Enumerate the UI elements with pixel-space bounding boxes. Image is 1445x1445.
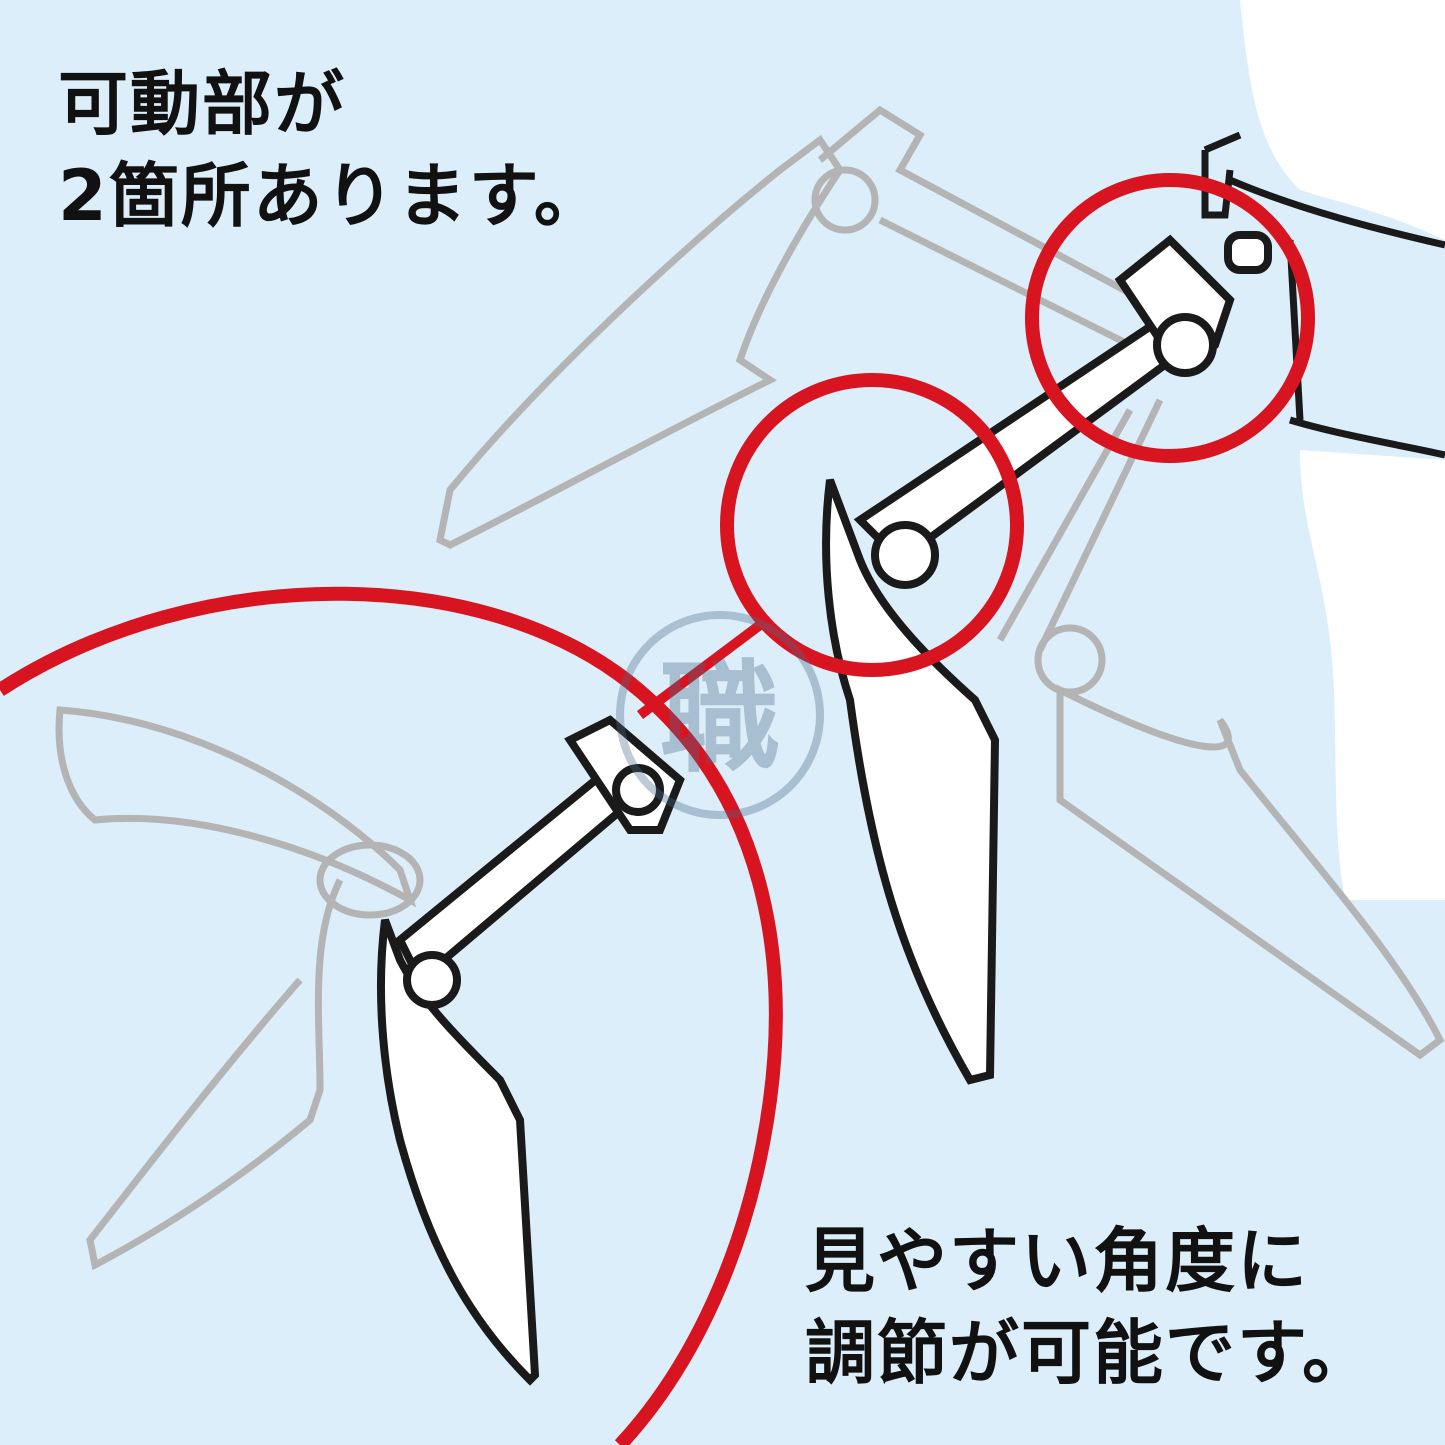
- caption-bottom-line-1: 見やすい角度に: [805, 1220, 1309, 1302]
- caption-bottom-line-2: 調節が可能です。: [805, 1312, 1374, 1394]
- caption-top-line-2: 2箇所あります。: [58, 155, 606, 237]
- watermark-seal: 職: [616, 611, 824, 819]
- svg-text:職: 職: [660, 650, 780, 789]
- caption-bottom: 見やすい角度に 調節が可能です。: [805, 1215, 1374, 1399]
- ghost-lens-left: [55, 706, 424, 1271]
- joint-ring-upper: [1025, 173, 1315, 463]
- caption-top-line-1: 可動部が: [58, 63, 346, 145]
- face-silhouette: [1240, 0, 1445, 900]
- lens-middle: [822, 231, 1272, 1085]
- lens-left: [376, 715, 685, 1386]
- glasses-frame: [1201, 131, 1445, 459]
- joint-ring-middle: [720, 373, 1024, 677]
- ghost-lens-lower-right: [996, 398, 1445, 1060]
- caption-top: 可動部が 2箇所あります。: [58, 58, 606, 242]
- zoom-connector: [637, 621, 763, 719]
- zoom-ring: [0, 586, 783, 1445]
